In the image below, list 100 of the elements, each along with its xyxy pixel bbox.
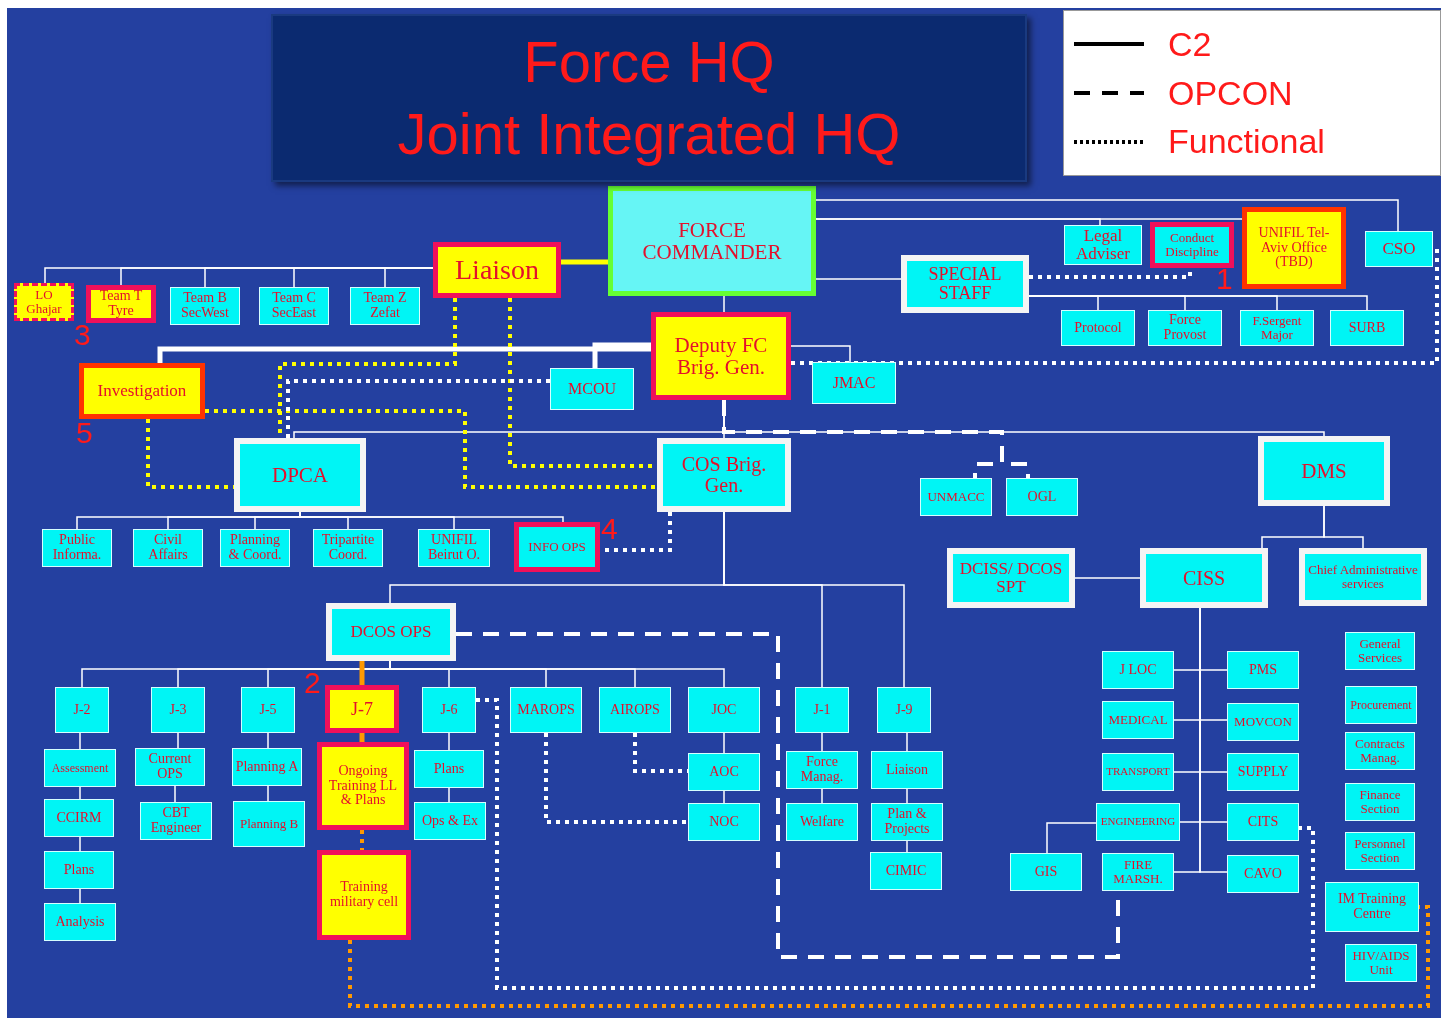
unit-box xyxy=(1010,853,1082,891)
unit-box xyxy=(44,799,114,837)
connector-line xyxy=(267,785,269,802)
unit-name: J-1 xyxy=(813,702,831,718)
connector-line xyxy=(384,267,434,288)
unit-name: Force Provost xyxy=(1162,313,1208,343)
connector-line xyxy=(723,790,725,804)
unit-name: J-7 xyxy=(351,699,373,719)
unit-name: Chief Administrative services xyxy=(1307,563,1419,591)
unit-box xyxy=(688,753,760,791)
connector-line xyxy=(791,247,1439,365)
unit-name: CCIRM xyxy=(56,810,102,826)
unit-name: INFO OPS xyxy=(528,540,586,554)
unit-name: AOC xyxy=(709,764,739,780)
unit-box xyxy=(414,802,486,840)
unit-box xyxy=(44,749,116,787)
unit-box xyxy=(135,748,205,786)
unit-box xyxy=(514,522,600,572)
connector-line xyxy=(205,409,657,489)
connector-line xyxy=(174,785,176,803)
connector-line xyxy=(456,632,1120,959)
unit-box xyxy=(657,438,791,512)
unit-name: SURB xyxy=(1348,320,1386,336)
unit-name: Ongoing Training LL & Plans xyxy=(327,763,399,809)
unit-box xyxy=(151,687,205,733)
unit-name: LO Ghajar xyxy=(25,288,63,316)
unit-box xyxy=(433,242,561,298)
connector-line xyxy=(544,733,688,824)
unit-name: CBT Engineer xyxy=(149,806,203,836)
unit-box xyxy=(688,687,760,733)
callout-number: 1 xyxy=(1216,264,1233,294)
unit-name: J-6 xyxy=(440,702,458,718)
unit-box xyxy=(133,529,203,567)
unit-name: F.Sergent Major xyxy=(1251,314,1303,342)
connector-line xyxy=(359,661,365,685)
legend-label: OPCON xyxy=(1168,72,1293,114)
connector-line xyxy=(815,278,902,280)
unit-box xyxy=(325,685,399,733)
unit-name: IM Training Centre xyxy=(1336,892,1408,922)
unit-name: Team C SecEast xyxy=(270,291,318,321)
unit-name: Team T Tyre xyxy=(98,289,144,319)
unit-box xyxy=(1102,753,1174,791)
connector-line xyxy=(821,732,823,752)
unit-box xyxy=(79,363,205,419)
connector-line xyxy=(1028,295,1368,311)
unit-name: J LOC xyxy=(1119,662,1157,678)
unit-box xyxy=(1365,231,1433,267)
connector-line xyxy=(1074,577,1141,579)
connector-line xyxy=(592,342,651,368)
unit-box xyxy=(795,687,849,733)
unit-name: Planning & Coord. xyxy=(227,533,283,563)
unit-name: Public Informa. xyxy=(51,533,103,563)
unit-box xyxy=(1240,310,1314,346)
unit-box xyxy=(1227,803,1299,841)
unit-name: Deputy FC Brig. Gen. xyxy=(673,333,769,379)
unit-name: DMS xyxy=(1301,459,1347,482)
unit-name: PMS xyxy=(1249,662,1277,678)
connector-line xyxy=(360,830,364,850)
unit-name: DCOS OPS xyxy=(350,623,432,641)
unit-name: J-2 xyxy=(73,702,91,718)
unit-box xyxy=(422,687,476,733)
connector-line xyxy=(815,199,1399,232)
unit-box xyxy=(326,603,456,661)
unit-name: Ops & Ex xyxy=(422,813,478,829)
unit-name: Plans xyxy=(433,761,465,777)
unit-box xyxy=(233,801,305,847)
legend-label: Functional xyxy=(1168,121,1325,163)
unit-name: Training military cell xyxy=(329,880,399,910)
title-text: Force HQ xyxy=(523,27,775,96)
unit-name: GIS xyxy=(1034,864,1058,880)
unit-box xyxy=(1064,225,1142,265)
unit-box xyxy=(688,803,760,841)
unit-box xyxy=(871,751,943,789)
unit-box xyxy=(1227,855,1299,893)
unit-box xyxy=(1345,783,1415,821)
unit-box xyxy=(1227,703,1299,741)
connector-line xyxy=(79,786,81,800)
unit-name: Current OPS xyxy=(147,752,193,782)
connector-line xyxy=(723,295,725,313)
unit-box xyxy=(232,748,302,786)
unit-box xyxy=(786,803,858,841)
unit-name: Team Z Zefat xyxy=(362,291,408,321)
unit-name: DCISS/ DCOS SPT xyxy=(958,560,1064,596)
unit-name: Finance Section xyxy=(1358,788,1402,816)
unit-box xyxy=(317,850,411,940)
unit-box xyxy=(1150,222,1234,268)
connector-line xyxy=(906,840,908,853)
unit-box xyxy=(901,255,1029,313)
unit-box xyxy=(550,368,634,410)
unit-box xyxy=(170,287,240,325)
unit-name: JMAC xyxy=(832,374,876,392)
connector-line xyxy=(1199,607,1228,873)
unit-box xyxy=(1330,310,1404,346)
connector-line xyxy=(286,379,550,438)
unit-name: UNIFIL Tel-Aviv Office (TBD) xyxy=(1257,225,1331,271)
unit-name: UNIFIL Beirut O. xyxy=(426,533,482,563)
unit-box xyxy=(1325,882,1419,932)
connector-line xyxy=(906,788,908,804)
unit-box xyxy=(14,283,74,321)
unit-name: Protocol xyxy=(1074,320,1122,336)
